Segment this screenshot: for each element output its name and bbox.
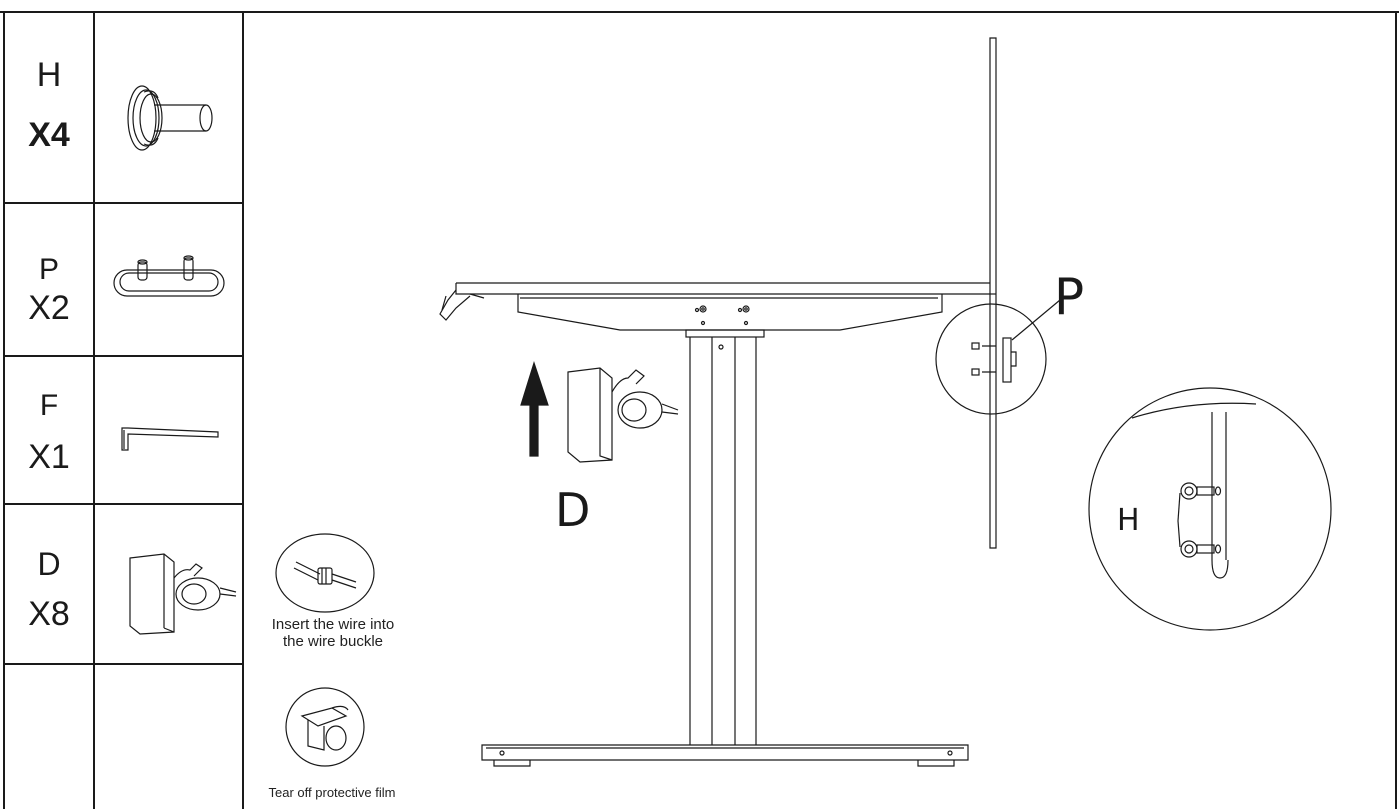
bolt-zoom-circle [1088, 387, 1332, 631]
part-qty-p: X2 [28, 289, 70, 327]
table-col-divider-2 [242, 11, 244, 809]
bolt-icon [127, 85, 213, 151]
table-row-divider-4 [3, 663, 244, 665]
frame-beam [517, 294, 943, 331]
bracket-plate-icon [113, 255, 225, 297]
part-qty-d: X8 [28, 595, 70, 633]
part-letter-d: D [37, 546, 61, 582]
part-letter-f: F [39, 389, 59, 422]
table-col-divider-1 [93, 11, 95, 809]
table-row-divider-1 [3, 202, 244, 204]
part-letter-h: H [36, 56, 62, 94]
clip-label: D [555, 483, 591, 537]
up-arrow [520, 361, 549, 457]
table-top-border [0, 11, 1399, 13]
table-row-divider-3 [3, 503, 244, 505]
table-right-border [1395, 11, 1397, 809]
part-qty-f: X1 [28, 438, 70, 476]
desktop-vertical-panel [989, 37, 997, 549]
wire-buckle-callout-icon [275, 533, 375, 613]
hex-key-icon [121, 427, 219, 451]
part-letter-p: P [38, 253, 59, 286]
plate-label: P [1054, 268, 1085, 326]
table-left-border [3, 11, 5, 809]
base-foot [481, 744, 969, 761]
protective-film-caption: Tear off protective film [268, 785, 396, 800]
protective-film-callout-icon [285, 687, 365, 767]
part-qty-h: X4 [28, 116, 70, 154]
plate-zoom-circle [935, 303, 1047, 415]
bolts-label: H [1117, 503, 1140, 538]
wire-buckle-caption: Insert the wire into the wire buckle [271, 616, 395, 650]
table-row-divider-2 [3, 355, 244, 357]
wire-clip-icon [129, 553, 237, 635]
